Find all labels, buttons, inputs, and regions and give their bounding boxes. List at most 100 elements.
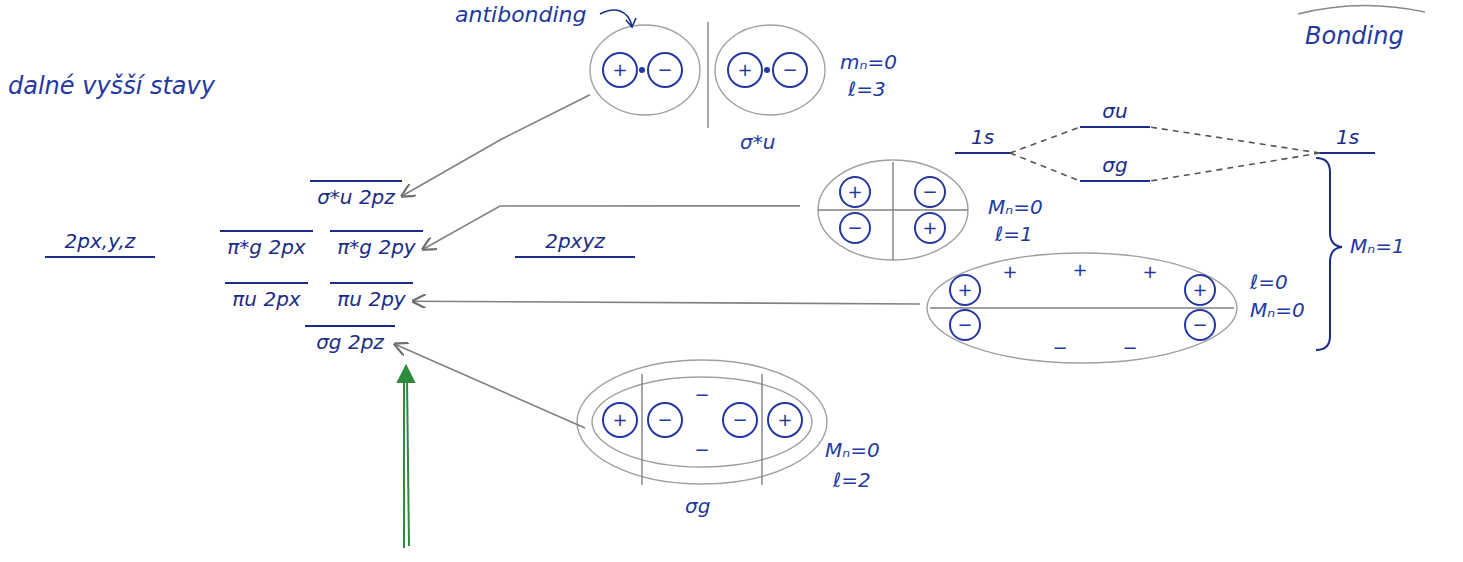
phase-sign: + [1072, 261, 1087, 279]
level-label: 1s [971, 125, 994, 149]
contour [577, 360, 827, 484]
energy-level: σu [1080, 96, 1150, 128]
pointer-arrow [395, 344, 585, 428]
level-label: 2px,y,z [65, 229, 136, 253]
lobe [603, 403, 637, 437]
level-label: πu 2px [232, 287, 300, 311]
lobe [950, 275, 980, 305]
orbital-label: Mₙ=0 [988, 195, 1043, 219]
phase-sign: − [694, 441, 709, 459]
phase-sign: − [732, 411, 747, 429]
energy-level: σg [1080, 150, 1150, 182]
energy-level: π*g 2py [330, 230, 423, 262]
nucleus-dot [764, 67, 770, 73]
brace [1316, 158, 1342, 350]
brace-label: Mₙ=1 [1350, 234, 1405, 258]
lobes [603, 53, 1215, 437]
axis-line [818, 209, 968, 210]
phase-sign: + [1142, 263, 1157, 281]
level-label: σ*u 2pz [317, 185, 395, 209]
pencil-contours [577, 5, 1425, 485]
contour [715, 25, 825, 115]
phase-sign: − [1052, 339, 1067, 357]
energy-level: π*g 2px [220, 230, 313, 262]
correlation-line [1010, 127, 1080, 153]
phase-sign: + [612, 61, 627, 79]
lobe [840, 213, 870, 243]
orbital-label: mₙ=0 [840, 50, 897, 74]
level-label: σu [1102, 99, 1127, 123]
lobe [773, 53, 807, 87]
energy-level: σg 2pz [305, 325, 395, 357]
orbital-note: antibonding [455, 2, 587, 28]
note-text: dalné vyšší stavy [8, 72, 215, 101]
phase-sign: − [847, 219, 862, 237]
orbital-label: ℓ=1 [995, 222, 1033, 246]
orbital-label: Mₙ=0 [825, 438, 880, 462]
level-label: π*g 2py [337, 235, 415, 259]
orbital-figure: Mₙ=0 ℓ=1 [800, 160, 1060, 262]
node-plane [707, 22, 708, 128]
phase-sign: + [922, 219, 937, 237]
axis-line [930, 307, 1234, 308]
lobe [1185, 275, 1215, 305]
level-label: πu 2py [337, 287, 405, 311]
green-arrow [398, 366, 414, 548]
orbital-label: ℓ=2 [833, 468, 871, 492]
level-label: σg [1102, 153, 1127, 177]
orbital-label: Mₙ=0 [1250, 298, 1305, 322]
phase-sign: − [1122, 339, 1137, 357]
orbital-label: σ*u [740, 130, 775, 154]
orbital-figure: ℓ=0Mₙ=0 [920, 250, 1320, 370]
correlation-line [1150, 127, 1320, 153]
pointer-arrow [402, 95, 590, 196]
phase-sign: − [1192, 316, 1207, 334]
phase-sign: − [922, 183, 937, 201]
lobe [950, 310, 980, 340]
phase-sign: − [657, 411, 672, 429]
arrow-shaft [403, 376, 405, 548]
orbital-figure: Mₙ=0 ℓ=2 σg [585, 372, 905, 532]
phase-sign: + [777, 411, 792, 429]
energy-level: 2pxyz [515, 226, 635, 258]
leader-head [626, 18, 636, 27]
level-label: π*g 2px [227, 235, 305, 259]
pencil-stroke [1298, 5, 1425, 14]
phase-sign: + [1002, 263, 1017, 281]
lobe [768, 403, 802, 437]
level-label: 2pxyz [545, 229, 605, 253]
contour [927, 253, 1237, 363]
energy-level: 1s [1320, 122, 1375, 154]
phase-sign: − [957, 316, 972, 334]
phase-sign: + [847, 183, 862, 201]
energy-level: πu 2px [225, 282, 308, 314]
phase-sign: + [612, 411, 627, 429]
contour [590, 25, 700, 115]
lobe [840, 177, 870, 207]
phase-sign: + [737, 61, 752, 79]
lobe [915, 213, 945, 243]
energy-level: 1s [955, 122, 1010, 154]
level-label: σg 2pz [316, 330, 384, 354]
leader-line [600, 10, 632, 26]
energy-level: σ*u 2pz [310, 180, 402, 212]
nucleus-line [641, 374, 642, 485]
lobe [723, 403, 757, 437]
phase-sign: + [957, 281, 972, 299]
orbital-label: ℓ=0 [1250, 270, 1288, 294]
lobe [648, 403, 682, 437]
orbital-label: σg [685, 494, 710, 518]
orbital-figure: mₙ=0ℓ=3σ*u [590, 15, 930, 160]
correlation-line [1010, 153, 1080, 181]
lobe [603, 53, 637, 87]
pointer-arrow [413, 301, 920, 304]
arrow-shaft [407, 378, 409, 546]
phase-sign: − [657, 61, 672, 79]
contour [818, 160, 968, 260]
phase-sign: + [1192, 281, 1207, 299]
phase-sign: − [694, 386, 709, 404]
lobe [728, 53, 762, 87]
pointer-arrow [423, 206, 800, 249]
nucleus-dot [639, 67, 645, 73]
section-note: Bonding [1305, 22, 1404, 51]
